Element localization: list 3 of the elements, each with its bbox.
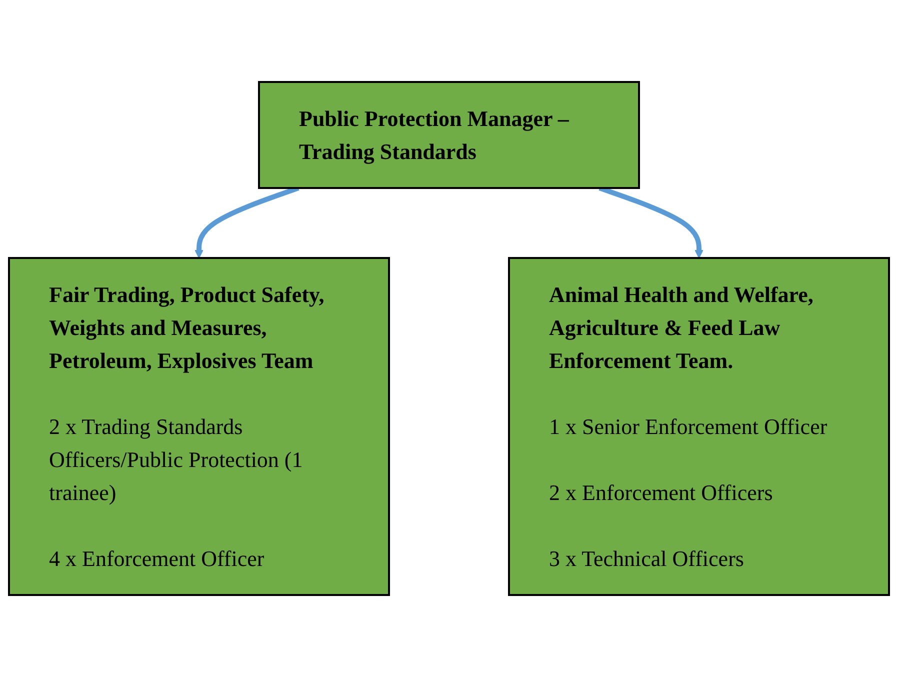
node-box: Public Protection Manager – Trading Standards xyxy=(258,80,640,188)
node-box: Animal Health and Welfare, Agriculture & Feed Law Enforcement Team. 1 x Senior Enforcement Officer 2 x Enforcement Officers 3 x Technical Officers xyxy=(508,256,890,596)
node-box: Fair Trading, Product Safety, Weights and Measures, Petroleum, Explosives Team 2 x Trading Standards Officers/Public Protection (1 trainee) 4 x Enforcement Officer xyxy=(8,256,390,596)
